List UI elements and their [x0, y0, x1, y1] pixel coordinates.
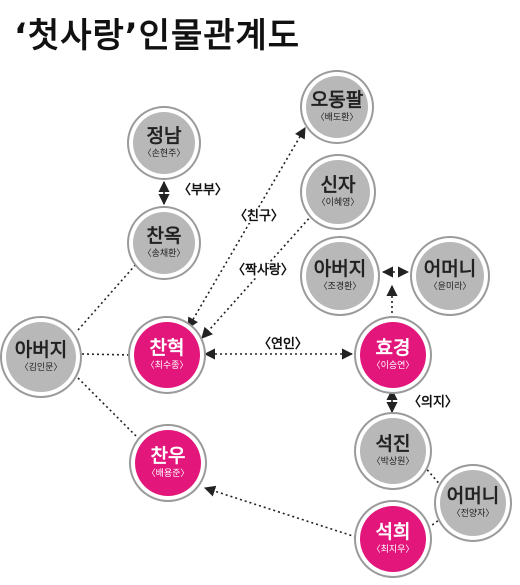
node-actor: 〈윤미라〉: [428, 282, 472, 292]
node-chanok: 찬옥 〈송채환〉: [133, 212, 195, 274]
node-actor: 〈손현주〉: [142, 149, 186, 159]
node-actor: 〈이승연〉: [371, 361, 415, 371]
node-name: 석희: [375, 521, 411, 544]
node-name: 찬혁: [149, 337, 185, 360]
node-name: 석진: [375, 433, 411, 456]
node-odongpal: 오동팔 〈배도환〉: [306, 76, 368, 138]
node-actor: 〈이혜영〉: [316, 198, 360, 208]
link-father-chanok: [77, 261, 139, 331]
link-father-chanu: [77, 377, 141, 441]
node-actor: 〈최지우〉: [371, 545, 415, 555]
relation-label-couple: 〈부부〉: [176, 183, 230, 198]
relation-label-lovers: 〈연인〉: [256, 337, 310, 352]
node-name: 효경: [375, 337, 411, 360]
node-name: 오동팔: [310, 89, 364, 112]
node-name: 아버지: [313, 258, 367, 281]
node-actor: 〈김인문〉: [19, 363, 63, 373]
relation-label-unrequited: 〈짝사랑〉: [230, 263, 296, 278]
node-hyogyeong: 효경 〈이승연〉: [360, 322, 426, 388]
node-chanhyeok: 찬혁 〈최수종〉: [134, 322, 200, 388]
node-father-kim: 아버지 〈김인문〉: [6, 322, 76, 392]
link-father-chanhyeok: [81, 353, 133, 356]
node-actor: 〈송채환〉: [142, 249, 186, 259]
node-name: 정남: [146, 125, 182, 148]
link-friend-chanhyeok-odongpal: [187, 127, 306, 329]
node-actor: 〈조경환〉: [318, 282, 362, 292]
node-name: 찬옥: [146, 225, 182, 248]
node-actor: 〈배도환〉: [315, 113, 359, 123]
node-father-jo: 아버지 〈조경환〉: [306, 242, 374, 310]
node-name: 아버지: [14, 339, 68, 362]
diagram-title: ‘첫사랑’인물관계도: [14, 16, 301, 56]
node-seokjin: 석진 〈박상원〉: [360, 418, 426, 484]
node-actor: 〈박상원〉: [371, 457, 415, 467]
node-chanu: 찬우 〈배용준〉: [135, 430, 201, 496]
relation-label-siblings: 〈의지〉: [406, 395, 460, 410]
node-name: 어머니: [423, 258, 477, 281]
relation-label-friend: 〈친구〉: [232, 209, 286, 224]
node-name: 신자: [320, 174, 356, 197]
node-seokhui: 석희 〈최지우〉: [360, 506, 426, 572]
node-actor: 〈최수종〉: [145, 361, 189, 371]
node-sinja: 신자 〈이혜영〉: [306, 160, 370, 224]
node-mother-yun: 어머니 〈윤미라〉: [416, 242, 484, 310]
node-name: 찬우: [150, 445, 186, 468]
link-seokhui-chanu: [203, 485, 357, 538]
node-name: 어머니: [446, 485, 500, 508]
node-actor: 〈전양자〉: [451, 509, 495, 519]
node-actor: 〈배용준〉: [146, 469, 190, 479]
node-jeongnam: 정남 〈손현주〉: [133, 112, 195, 174]
node-mother-jeon: 어머니 〈전양자〉: [440, 470, 506, 536]
